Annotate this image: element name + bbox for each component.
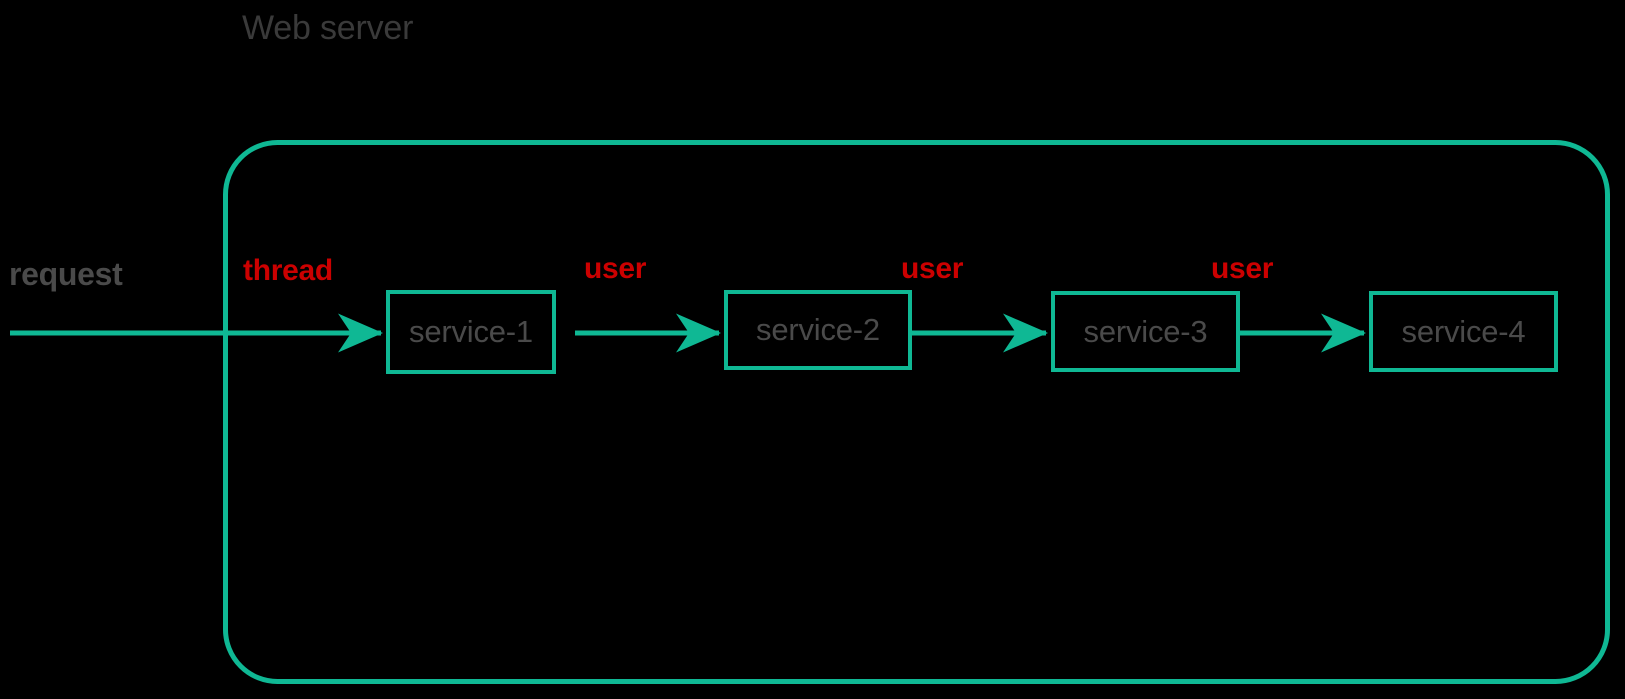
node-service-4[interactable]: service-4 [1369, 291, 1558, 372]
node-service-4-label: service-4 [1401, 313, 1526, 349]
edge-label-user-2: user [901, 252, 964, 285]
web-server-boundary [223, 140, 1610, 684]
node-service-3-label: service-3 [1083, 313, 1208, 349]
edge-label-thread: thread [243, 254, 333, 287]
node-service-2-label: service-2 [756, 312, 880, 347]
edge-label-user-3: user [1211, 252, 1274, 285]
diagram-title: Web server [242, 9, 414, 47]
node-service-3[interactable]: service-3 [1051, 291, 1240, 372]
node-service-1-label: service-1 [409, 314, 533, 349]
edge-label-user-1: user [584, 252, 647, 285]
node-service-1[interactable]: service-1 [386, 290, 556, 374]
request-label: request [9, 256, 123, 292]
node-service-2[interactable]: service-2 [724, 290, 912, 370]
